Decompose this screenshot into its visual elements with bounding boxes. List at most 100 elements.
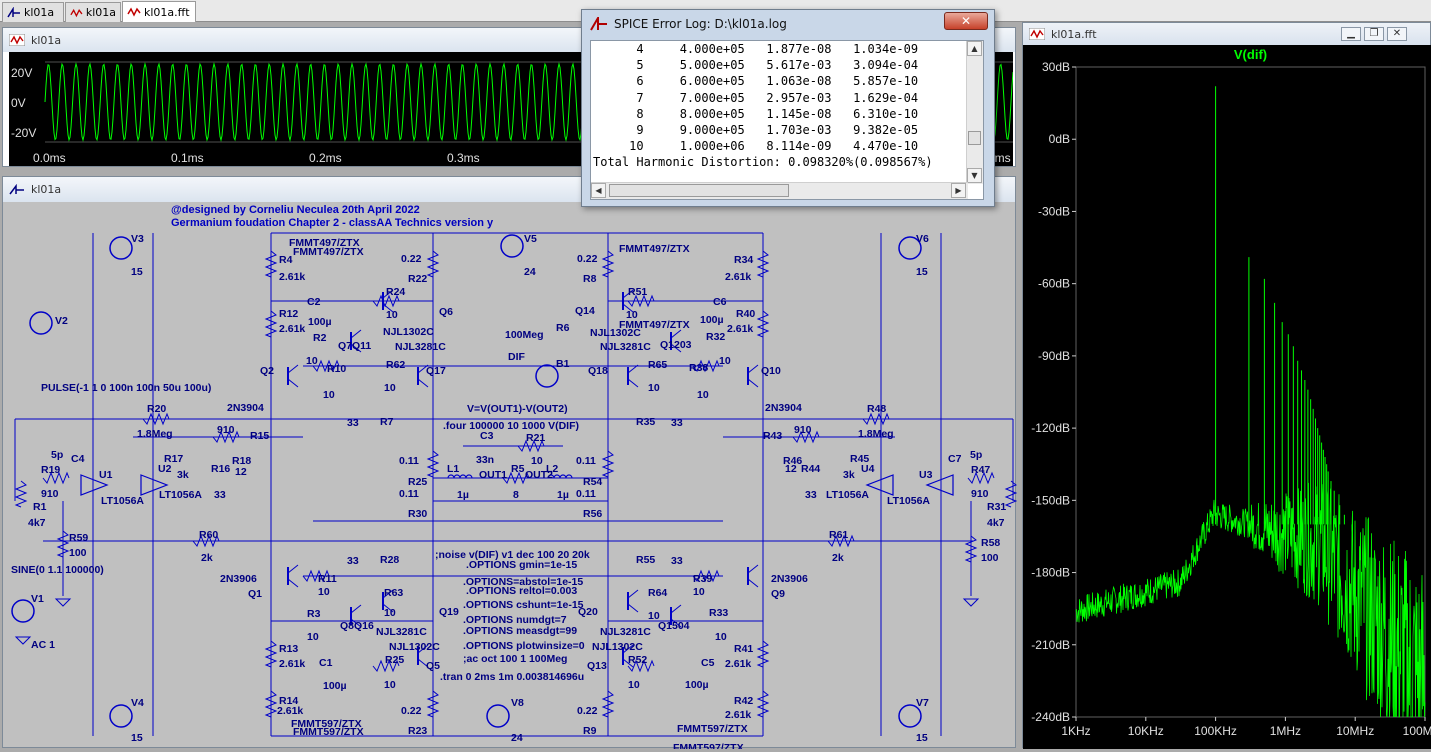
- component-label: FMMT497/ZTX: [619, 319, 690, 331]
- component-label: 33: [214, 489, 226, 501]
- component-label: 2.61k: [279, 323, 305, 335]
- component-label: U1: [99, 469, 113, 481]
- resistor-icon: [212, 430, 240, 444]
- transistor-icon: [622, 289, 634, 299]
- scroll-down-icon[interactable]: ▼: [967, 168, 982, 183]
- schematic-window: kl01a @designed by Corneliu Neculea 20th…: [2, 176, 1017, 749]
- component-label: R6: [556, 322, 570, 334]
- resistor-icon: [756, 250, 770, 278]
- component-label: Q9: [771, 588, 785, 600]
- x-tick-label: 10KHz: [1128, 724, 1164, 738]
- component-label: R33: [709, 607, 728, 619]
- close-button[interactable]: ✕: [1387, 27, 1407, 41]
- component-label: 10: [386, 309, 398, 321]
- y-tick-label: -150dB: [1031, 493, 1070, 507]
- component-label: R10: [327, 363, 346, 375]
- tab-schematic-1[interactable]: kl01a: [2, 2, 64, 22]
- ground-icon: [54, 598, 72, 607]
- component-label: 4k7: [28, 517, 46, 529]
- x-tick-label: 10MHz: [1336, 724, 1374, 738]
- component-label: Q19: [439, 606, 459, 618]
- component-label: R23: [408, 725, 427, 737]
- scroll-left-icon[interactable]: ◀: [591, 183, 606, 198]
- transistor-icon: [382, 289, 394, 299]
- component-label: NJL1302C: [389, 641, 440, 653]
- component-label: Q2: [260, 365, 274, 377]
- component-label: LT1056A: [887, 495, 930, 507]
- resistor-icon: [502, 471, 530, 485]
- component-label: R46: [783, 455, 802, 467]
- resistor-icon: [264, 690, 278, 718]
- schematic-canvas[interactable]: @designed by Corneliu Neculea 20th April…: [3, 177, 1017, 749]
- component-label: R19: [41, 464, 60, 476]
- component-label: Q6: [439, 306, 453, 318]
- transistor-icon: [350, 618, 362, 628]
- component-label: R7: [380, 416, 394, 428]
- component-label: ;ac oct 100 1 100Meg: [463, 653, 567, 665]
- component-label: 10: [693, 586, 705, 598]
- waveform-icon: [9, 34, 25, 46]
- waveform-icon: [1029, 28, 1045, 40]
- tab-waveform[interactable]: kl01a: [65, 2, 121, 22]
- y-tick-label: 0V: [11, 96, 26, 110]
- component-label: R64: [648, 587, 667, 599]
- transistor-icon: [287, 578, 299, 588]
- transistor-icon: [670, 618, 682, 628]
- resistor-icon: [627, 659, 655, 673]
- op-amp-icon: [80, 474, 109, 496]
- vertical-scrollbar[interactable]: ▲ ▼: [966, 41, 983, 184]
- transistor-icon: [350, 343, 362, 353]
- component-label: 2.61k: [727, 323, 753, 335]
- tab-label: kl01a: [85, 6, 116, 19]
- restore-button[interactable]: ❐: [1364, 27, 1384, 41]
- component-label: Q20: [578, 606, 598, 618]
- error-log-text-area[interactable]: 4 4.000e+05 1.877e-08 1.034e-09 5 5.000e…: [590, 40, 984, 200]
- horizontal-scrollbar[interactable]: ◀ ▶: [591, 182, 968, 199]
- scroll-right-icon[interactable]: ▶: [951, 183, 966, 198]
- error-log-text: 4 4.000e+05 1.877e-08 1.034e-09 5 5.000e…: [593, 42, 933, 170]
- component-label: NJL3281C: [395, 341, 446, 353]
- scrollbar-thumb[interactable]: [968, 131, 981, 145]
- component-label: .four 100000 10 1000 V(DIF): [443, 420, 579, 432]
- component-label: R5: [511, 463, 525, 475]
- resistor-icon: [302, 569, 330, 583]
- x-tick-label: 1KHz: [1061, 724, 1090, 738]
- minimize-button[interactable]: ▁: [1341, 27, 1361, 41]
- component-label: 15: [131, 732, 143, 744]
- component-label: Q13: [587, 660, 607, 672]
- component-label: R45: [850, 453, 869, 465]
- component-label: R12: [279, 308, 298, 320]
- component-label: .OPTIONS numdgt=7: [463, 614, 567, 626]
- component-label: R13: [279, 643, 298, 655]
- voltage-source-icon: [535, 364, 559, 388]
- component-label: 910: [971, 488, 989, 500]
- component-label: R1: [33, 501, 47, 513]
- op-amp-icon: [925, 474, 954, 496]
- component-label: 3k: [843, 469, 855, 481]
- component-label: R11: [318, 573, 337, 585]
- resistor-icon: [1004, 480, 1017, 508]
- component-label: 1.8Meg: [137, 428, 173, 440]
- component-label: NJL1302C: [592, 641, 643, 653]
- waveform-title: kl01a: [31, 33, 62, 47]
- scroll-up-icon[interactable]: ▲: [967, 41, 982, 56]
- component-label: V1: [31, 593, 44, 605]
- transistor-icon: [350, 604, 362, 614]
- close-button[interactable]: ✕: [944, 12, 988, 30]
- component-label: FMMT597/ZTX: [291, 718, 362, 730]
- op-amp-icon: [140, 474, 169, 496]
- scrollbar-thumb[interactable]: [609, 184, 789, 197]
- component-label: U3: [919, 469, 933, 481]
- component-label: 100µ: [685, 679, 709, 691]
- component-label: 2.61k: [279, 658, 305, 670]
- transistor-icon: [417, 644, 429, 654]
- component-label: 100µ: [323, 680, 347, 692]
- component-label: R31: [987, 501, 1006, 513]
- component-label: 100µ: [700, 314, 724, 326]
- component-label: Q14: [575, 305, 595, 317]
- tab-fft[interactable]: kl01a.fft: [122, 1, 196, 22]
- component-label: 100µ: [308, 316, 332, 328]
- component-label: 10: [648, 610, 660, 622]
- y-tick-label: 20V: [11, 66, 32, 80]
